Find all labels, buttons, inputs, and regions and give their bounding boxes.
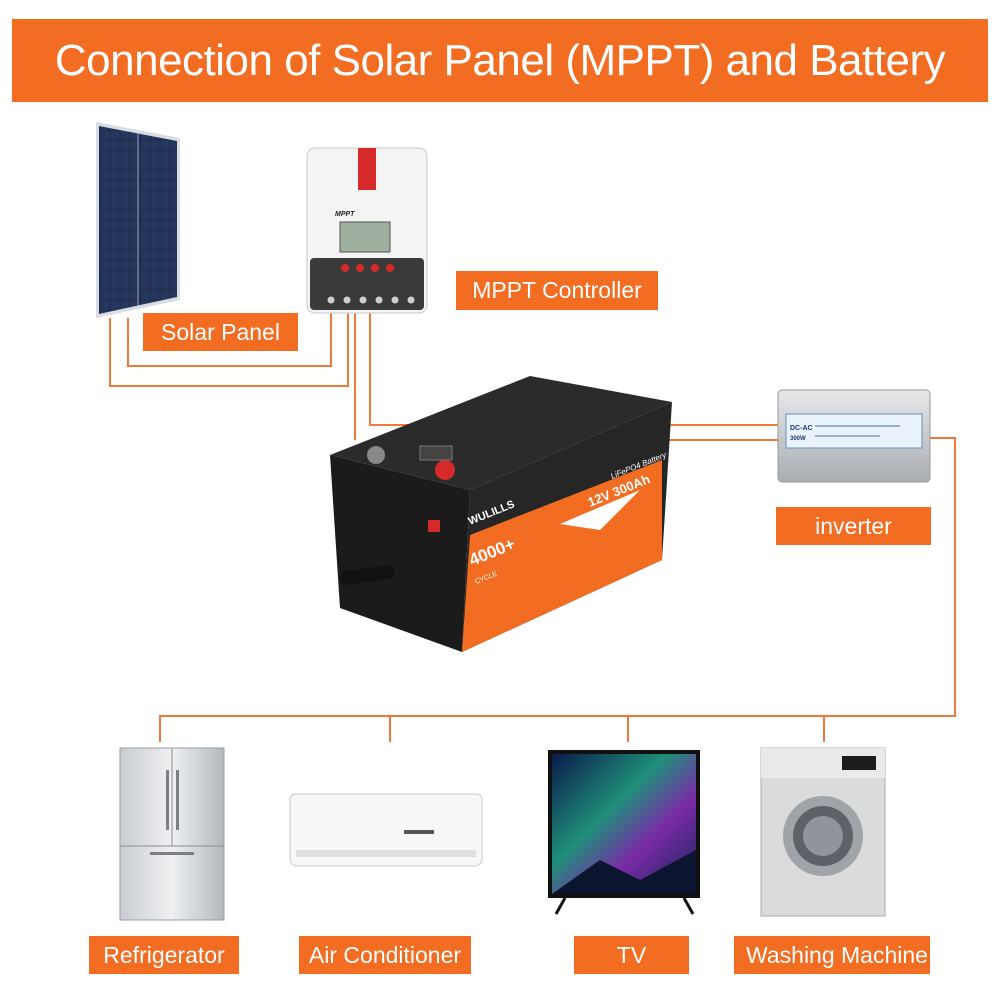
- label-mppt-controller: MPPT Controller: [456, 271, 658, 310]
- label-refrigerator: Refrigerator: [89, 936, 239, 974]
- svg-text:MPPT: MPPT: [335, 211, 355, 218]
- tv-icon: [548, 750, 700, 915]
- refrigerator-icon: [119, 747, 225, 921]
- label-washing-machine: Washing Machine: [734, 936, 930, 974]
- label-inverter: inverter: [776, 507, 931, 545]
- svg-text:DC-AC: DC-AC: [790, 425, 813, 432]
- wire-panel-to-controller-b: [109, 312, 349, 387]
- inverter-icon: DC-AC 300W: [777, 389, 931, 483]
- washing-machine-icon: [760, 747, 886, 917]
- svg-text:300W: 300W: [790, 436, 806, 442]
- lifepo4-battery-icon: WULILLS 4000+ CYCLE LiFePO4 Battery 12V …: [330, 376, 672, 652]
- wire-inverter-to-loads: [159, 437, 956, 742]
- air-conditioner-icon: [289, 793, 483, 867]
- solar-panel-icon: [96, 122, 180, 318]
- title-banner: Connection of Solar Panel (MPPT) and Bat…: [12, 19, 988, 102]
- wire-panel-to-controller-a: [127, 312, 332, 367]
- mppt-controller-icon: MPPT: [306, 147, 428, 314]
- label-air-conditioner: Air Conditioner: [299, 936, 471, 974]
- label-tv: TV: [574, 936, 689, 974]
- label-solar-panel: Solar Panel: [143, 313, 298, 351]
